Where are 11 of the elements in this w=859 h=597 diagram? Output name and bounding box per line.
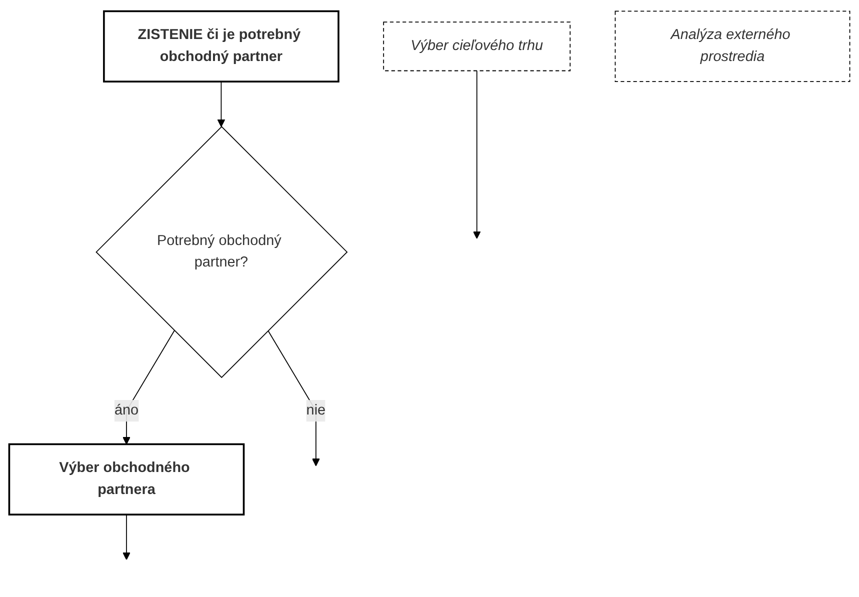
node-diamond: Potrebný obchodný partner? <box>96 126 348 378</box>
node-box: Analýza externého prostredia <box>614 10 850 82</box>
edge-label: nie <box>306 402 326 418</box>
node-box: ZISTENIE či je potrebný obchodný partner <box>103 10 340 82</box>
arrow <box>472 70 481 238</box>
arrow <box>217 80 226 127</box>
arrow <box>122 514 130 560</box>
arrow <box>268 330 320 466</box>
edge-label: áno <box>114 402 139 418</box>
node-box: Výber obchodného partnera <box>8 442 245 515</box>
node-box: Výber cieľového trhu <box>383 21 571 71</box>
